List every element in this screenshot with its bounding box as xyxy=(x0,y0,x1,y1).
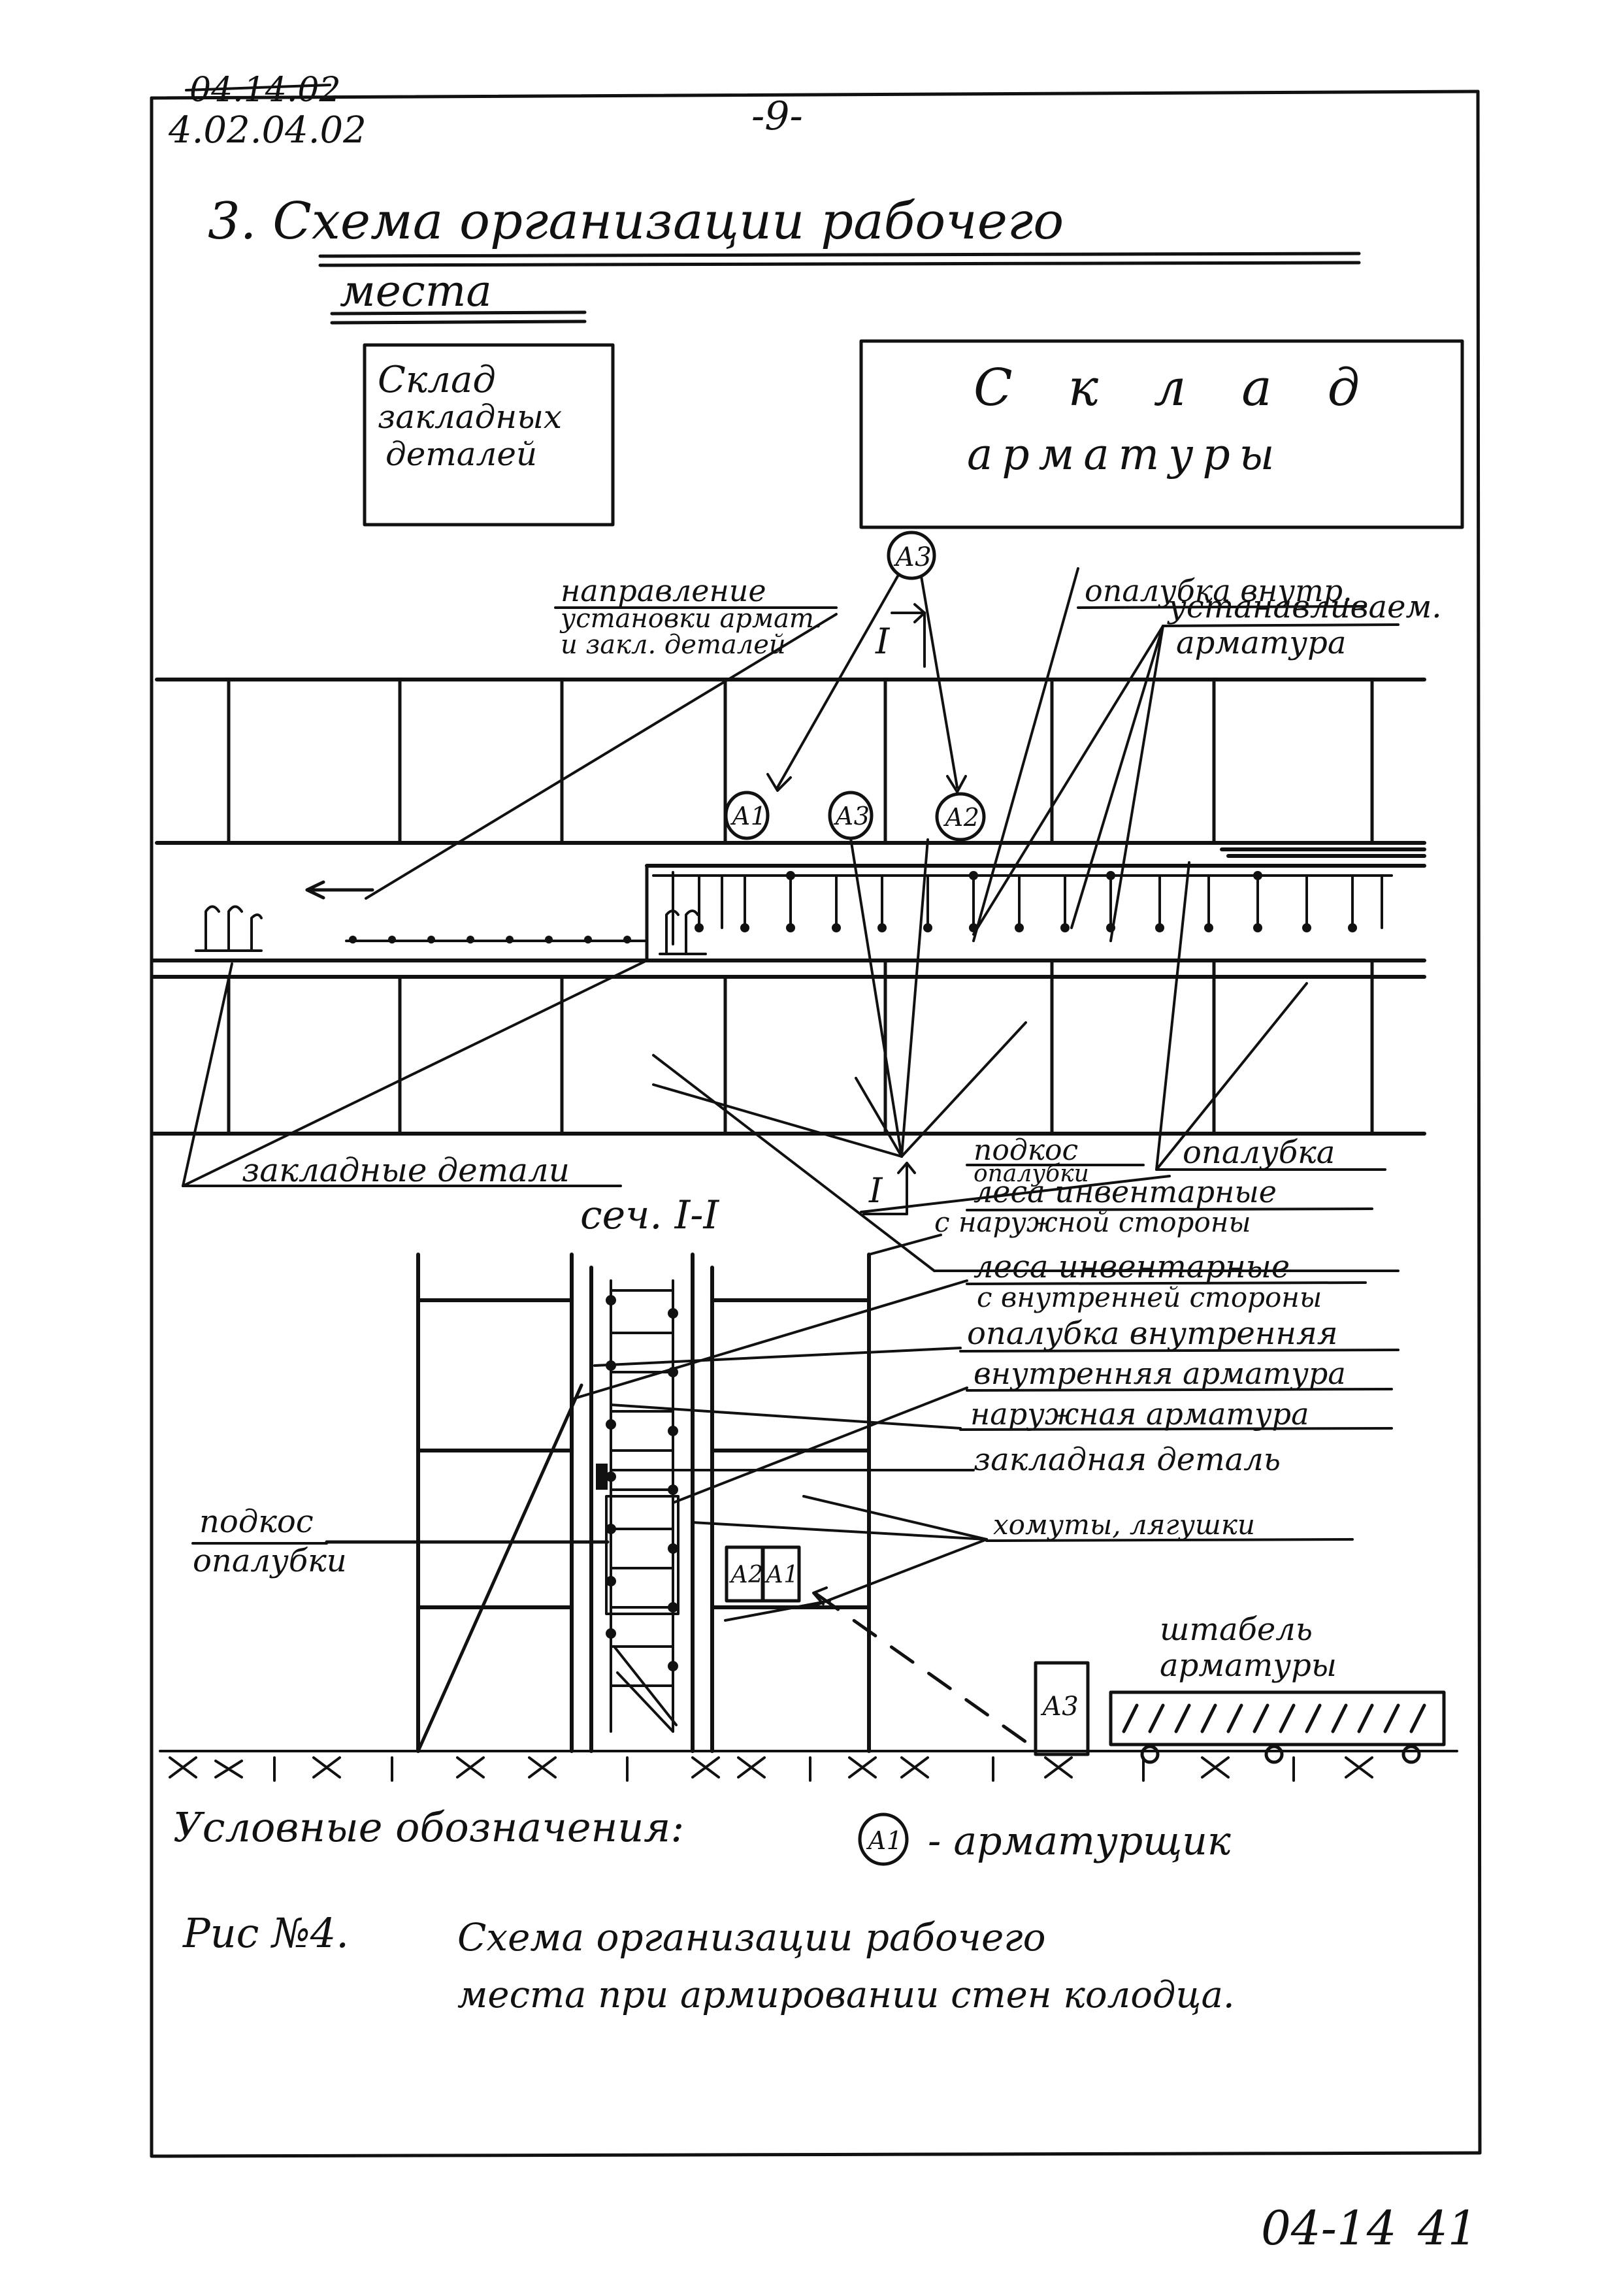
svg-text:А1: А1 xyxy=(730,802,766,830)
strike-line xyxy=(185,84,331,91)
worker-a3-plan: А3 xyxy=(828,791,874,840)
svg-text:А2: А2 xyxy=(729,1562,763,1588)
underline-inner-rebar xyxy=(966,1388,1393,1392)
section-mark-top: I xyxy=(875,621,891,662)
installed-rebar-row xyxy=(652,871,1393,945)
rebar-warehouse-line1: С к л а д xyxy=(974,359,1379,418)
embedded-warehouse-line1: Склад xyxy=(378,359,496,401)
worker-a2-section: А2 xyxy=(725,1545,764,1603)
section-rebar-ladder xyxy=(605,1279,680,1733)
dashed-path xyxy=(815,1592,1041,1753)
figure-label: Рис №4. xyxy=(182,1909,349,1957)
section-heading: 3. Схема организации рабочего xyxy=(208,192,1064,251)
section-structure xyxy=(416,1253,871,1753)
section-marker-top xyxy=(891,603,926,668)
heading-underline xyxy=(318,252,1361,267)
label-inner-rebar: внутренняя арматура xyxy=(974,1356,1346,1391)
legend-caption: Условные обозначения: xyxy=(173,1803,684,1851)
label-scaffold-outer-1: леса инвентарные xyxy=(974,1174,1277,1209)
label-rebar-stack-2: арматуры xyxy=(1160,1647,1337,1684)
label-rebar-stack-1: штабель xyxy=(1160,1611,1313,1648)
direction-arrow xyxy=(305,880,374,900)
label-scaffold-inner-2: с внутренней стороны xyxy=(977,1281,1322,1313)
label-embedded-part: закладная деталь xyxy=(974,1441,1281,1478)
rebar-warehouse-box xyxy=(859,339,1464,529)
worker-a1-plan: А1 xyxy=(724,791,770,840)
embedded-warehouse-line2: закладных xyxy=(378,398,562,436)
label-clamps: хомуты, лягушки xyxy=(993,1509,1255,1541)
worker-a3-top: А3 xyxy=(887,531,936,580)
rebar-stack xyxy=(1109,1690,1446,1764)
label-formwork-inner: опалубка внутр. xyxy=(1085,573,1352,608)
svg-text:А3: А3 xyxy=(833,802,870,830)
svg-text:А3: А3 xyxy=(893,542,932,572)
embedded-parts-warehouse-box xyxy=(363,343,615,527)
svg-text:А3: А3 xyxy=(1040,1692,1079,1722)
heading-underline-2 xyxy=(330,310,587,325)
figure-caption-line2: места при армировании стен колодца. xyxy=(457,1974,1235,2016)
section-marker-bottom xyxy=(862,1162,916,1215)
label-direction-3: и закл. деталей xyxy=(561,630,786,660)
plan-leader-lines xyxy=(182,567,1400,1272)
rebar-warehouse-line2: арматуры xyxy=(967,429,1284,480)
label-embedded-parts: закладные детали xyxy=(242,1151,570,1189)
section-heading-cont: места xyxy=(340,266,492,316)
document-code: 4.02.04.02 xyxy=(168,109,367,152)
footer-sheet-code: 04-14 xyxy=(1261,2201,1397,2255)
label-direction-1: направление xyxy=(561,573,766,608)
worker-a3-section: А3 xyxy=(1034,1661,1090,1756)
label-scaffold-inner-1: леса инвентарные xyxy=(974,1249,1290,1285)
legend-worker-symbol: А1 xyxy=(858,1812,909,1866)
section-title: сеч. I-I xyxy=(580,1192,720,1238)
underline-scaffold-outer xyxy=(966,1207,1373,1211)
figure-caption-line1: Схема организации рабочего xyxy=(457,1915,1046,1960)
label-brace-small-1: подкос xyxy=(974,1134,1078,1167)
footer-page: 41 xyxy=(1417,2201,1478,2255)
legend-text: - арматурщик xyxy=(928,1818,1231,1864)
worker-a1-section: А1 xyxy=(761,1545,801,1603)
brace-line-section xyxy=(325,1383,610,1753)
svg-text:А2: А2 xyxy=(943,803,979,832)
underline-scaffold-inner xyxy=(966,1281,1367,1285)
page-number: -9- xyxy=(751,93,803,139)
underline-installed xyxy=(1162,623,1400,627)
underline-formwork-inner xyxy=(1077,605,1367,609)
embedded-warehouse-line3: деталей xyxy=(385,435,537,473)
label-brace-small-2: опалубки xyxy=(974,1160,1089,1187)
label-scaffold-outer-2: с наружной стороны xyxy=(934,1206,1251,1238)
worker-a2-plan: А2 xyxy=(935,792,986,842)
svg-text:А1: А1 xyxy=(866,1826,902,1855)
label-brace-left-1: подкос xyxy=(199,1503,314,1540)
rebar-dots xyxy=(349,871,1357,943)
label-formwork: опалубка xyxy=(1183,1134,1335,1171)
label-installed-rebar-1: устанавливаем. xyxy=(1167,589,1442,625)
underline-outer-rebar xyxy=(959,1427,1393,1431)
section-leader-lines xyxy=(574,1234,988,1622)
label-formwork-inner-full: опалубка внутренняя xyxy=(967,1315,1338,1352)
svg-text:А1: А1 xyxy=(764,1562,798,1588)
underline-clamps xyxy=(985,1538,1354,1542)
underline-formwork-inner-full xyxy=(959,1349,1400,1353)
embedded-part-symbols xyxy=(195,905,707,955)
ground-line xyxy=(159,1750,1458,1782)
section-mark-bottom: I xyxy=(868,1172,883,1211)
sheet-frame xyxy=(150,90,1482,2158)
label-installed-rebar-2: арматура xyxy=(1176,625,1346,661)
dashed-arrowhead xyxy=(812,1586,828,1605)
label-brace-left-2: опалубки xyxy=(193,1543,347,1579)
plan-horizontal-lines xyxy=(152,678,1426,1136)
label-outer-rebar: наружная арматура xyxy=(970,1396,1309,1432)
